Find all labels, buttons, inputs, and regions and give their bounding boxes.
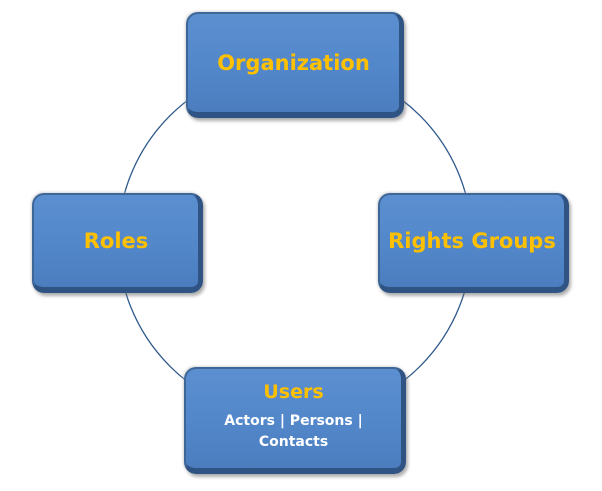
node-users-subtitle: Actors | Persons | Contacts xyxy=(224,411,362,453)
node-users-subtitle-line1: Actors | Persons | xyxy=(224,412,363,429)
node-organization: Organization xyxy=(186,12,404,118)
node-users-subtitle-line2: Contacts xyxy=(258,433,329,450)
node-roles-title: Roles xyxy=(83,229,149,253)
node-rights-groups: Rights Groups xyxy=(378,193,569,293)
node-roles: Roles xyxy=(32,193,203,293)
node-organization-title: Organization xyxy=(217,51,370,75)
node-rights-groups-title: Rights Groups xyxy=(388,229,556,253)
node-users-title: Users xyxy=(263,380,324,403)
node-users: Users Actors | Persons | Contacts xyxy=(184,367,406,474)
